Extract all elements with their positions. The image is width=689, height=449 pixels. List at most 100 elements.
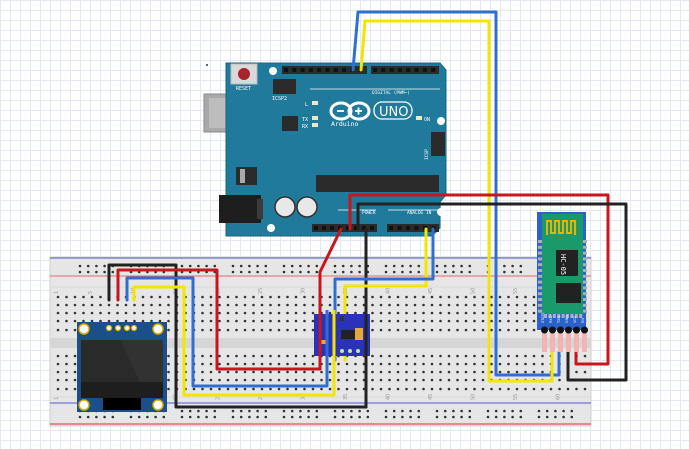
- header-pin[interactable]: [284, 68, 288, 72]
- oled-pin-vcc[interactable]: [114, 324, 122, 332]
- power-label: POWER: [362, 210, 376, 216]
- pulse-sensor-module[interactable]: [314, 300, 370, 365]
- header-pin[interactable]: [431, 68, 436, 72]
- oled-pin-sda[interactable]: [130, 324, 138, 332]
- wire-black-gnd[interactable]: [356, 202, 628, 382]
- wire-yellow-d8[interactable]: [359, 19, 554, 383]
- header-pin[interactable]: [389, 226, 393, 230]
- hc05-pin-state[interactable]: [542, 330, 547, 352]
- arduino-uno[interactable]: RESET ICSP2 ICSP DIGITAL (PWM~): [203, 62, 447, 237]
- header-pin[interactable]: [414, 68, 419, 72]
- sensor-pin[interactable]: [356, 349, 360, 353]
- hc05-pin-header: [573, 326, 580, 334]
- hc05-pin-gnd[interactable]: [566, 330, 571, 352]
- sensor-pin[interactable]: [340, 349, 344, 353]
- breadboard-hole: [294, 295, 298, 299]
- header-pin[interactable]: [300, 68, 305, 72]
- hc05-pin-en[interactable]: [582, 330, 587, 352]
- breadboard-hole: [141, 311, 145, 315]
- hc05-pin-vcc[interactable]: [574, 330, 579, 352]
- breadboard-hole: [532, 295, 536, 299]
- breadboard-hole: [498, 370, 502, 374]
- breadboard-hole: [481, 328, 485, 332]
- rail-hole: [307, 264, 310, 268]
- breadboard-hole: [269, 328, 272, 332]
- header-pin[interactable]: [406, 226, 410, 230]
- breadboard-hole: [56, 311, 60, 315]
- breadboard-hole: [396, 295, 400, 299]
- rail-hole: [401, 409, 404, 413]
- hc05-pin-rxd[interactable]: [550, 330, 555, 352]
- header-pin[interactable]: [354, 226, 358, 230]
- wire-black-oled-gnd[interactable]: [107, 263, 368, 409]
- header-pin[interactable]: [325, 68, 330, 72]
- wire-yellow-oled-sda[interactable]: [132, 285, 336, 397]
- hc05-pin-header: [541, 326, 548, 334]
- breadboard-hole: [388, 354, 391, 358]
- breadboard-hole: [464, 362, 468, 366]
- breadboard-hole: [328, 303, 332, 307]
- breadboard-hole: [456, 303, 459, 307]
- header-pin[interactable]: [370, 226, 374, 230]
- breadboard-hole: [201, 311, 204, 315]
- breadboard-hole: [371, 303, 374, 307]
- hc05-pad: [583, 292, 587, 296]
- breadboard-hole: [507, 319, 510, 323]
- breadboard-hole: [371, 362, 374, 366]
- header-pin[interactable]: [317, 68, 322, 72]
- breadboard-hole: [141, 303, 145, 307]
- breadboard-hole: [260, 311, 264, 315]
- header-pin[interactable]: [322, 226, 326, 230]
- oled-display[interactable]: [77, 322, 167, 412]
- header-pin[interactable]: [308, 68, 313, 72]
- hc05-pin-txd[interactable]: [558, 330, 563, 352]
- rail-hole: [290, 409, 294, 413]
- hc05-pad: [552, 314, 556, 318]
- header-pin[interactable]: [342, 68, 347, 72]
- header-pin[interactable]: [346, 226, 350, 230]
- rail-hole: [315, 270, 319, 274]
- breadboard-hole: [218, 387, 221, 391]
- header-pin[interactable]: [292, 68, 297, 72]
- header-pin[interactable]: [389, 68, 394, 72]
- hc05-pin-label: EN: [581, 318, 585, 323]
- breadboard-hole: [218, 354, 221, 358]
- breadboard-hole: [277, 362, 281, 366]
- hc05-pad: [570, 314, 574, 318]
- header-pin[interactable]: [373, 68, 377, 72]
- header-pin[interactable]: [314, 226, 318, 230]
- breadboard-hole: [209, 303, 213, 307]
- header-pin[interactable]: [330, 226, 334, 230]
- wire-red-5v[interactable]: [348, 193, 610, 366]
- breadboard-hole: [473, 362, 476, 366]
- breadboard-hole: [243, 311, 247, 315]
- header-pin[interactable]: [422, 68, 427, 72]
- header-pin[interactable]: [406, 68, 411, 72]
- hc05-antenna: [546, 220, 576, 235]
- breadboard-hole: [243, 362, 247, 366]
- breadboard-hole: [65, 362, 68, 366]
- oled-pin-scl[interactable]: [123, 324, 131, 332]
- rail-hole: [146, 415, 149, 419]
- header-pin[interactable]: [333, 68, 338, 72]
- hc05-chip: [556, 250, 578, 276]
- wire-blue-oled-scl[interactable]: [125, 276, 329, 388]
- header-pin[interactable]: [414, 226, 419, 230]
- breadboard-hole: [107, 311, 111, 315]
- breadboard-hole: [56, 303, 60, 307]
- breadboard-hole: [541, 370, 544, 374]
- header-pin[interactable]: [397, 68, 402, 72]
- breadboard-hole: [303, 328, 306, 332]
- sensor-pin[interactable]: [348, 349, 352, 353]
- breadboard-hole: [303, 362, 306, 366]
- oled-pin-gnd[interactable]: [105, 324, 113, 332]
- header-pin[interactable]: [397, 226, 402, 230]
- header-pin[interactable]: [362, 226, 366, 230]
- header-pin[interactable]: [381, 68, 386, 72]
- rail-hole: [299, 270, 302, 274]
- breadboard-hole: [218, 319, 221, 323]
- breadboard-hole: [388, 378, 391, 382]
- wire-red-oled-vcc[interactable]: [116, 268, 322, 371]
- breadboard-hole: [303, 378, 306, 382]
